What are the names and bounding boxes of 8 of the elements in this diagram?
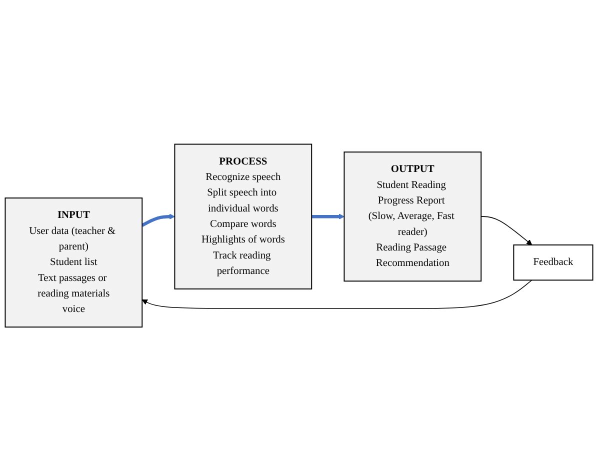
node-box: Feedback — [513, 244, 594, 280]
arrow — [312, 214, 344, 220]
arrow — [142, 280, 532, 309]
node-box: OUTPUT Student Reading Progress Report (Slow, Average, Fast reader) Reading Passage Recommendation — [344, 151, 482, 282]
node-box: INPUT User data (teacher & parent) Student list Text passages or reading materials voice — [4, 197, 143, 328]
arrow — [141, 214, 175, 227]
arrow — [480, 216, 532, 246]
node-box: PROCESS Recognize speech Split speech into individual words Compare words Highlights of words Track reading performance — [174, 144, 312, 290]
